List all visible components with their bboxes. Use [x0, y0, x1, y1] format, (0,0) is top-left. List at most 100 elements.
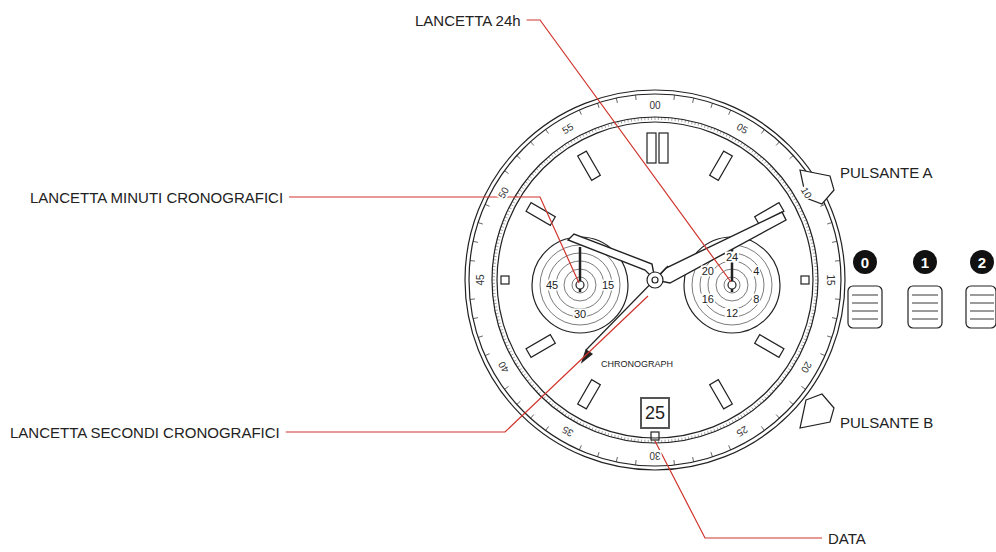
- dial-tick: [776, 173, 778, 175]
- dial-tick: [788, 369, 790, 371]
- dial-tick: [767, 164, 769, 166]
- dial-tick: [579, 136, 580, 139]
- dial-tick: [493, 266, 496, 267]
- dial-tick: [815, 286, 818, 287]
- dial-tick: [576, 420, 577, 423]
- dial-tick: [494, 306, 497, 308]
- dial-tick: [813, 256, 816, 257]
- index-square: [801, 276, 809, 284]
- dial-tick: [532, 173, 534, 175]
- bezel-number: 35: [560, 423, 576, 438]
- subdial-number: 45: [545, 280, 559, 291]
- dial-tick: [790, 193, 793, 195]
- dial-tick: [778, 176, 780, 178]
- dial-tick: [812, 246, 815, 248]
- bezel-tick: [820, 354, 825, 356]
- bezel-tick: [761, 426, 764, 430]
- dial-tick: [516, 363, 519, 365]
- crown-position-number: 1: [921, 255, 929, 270]
- dial-tick: [501, 332, 504, 334]
- dial-tick: [772, 168, 774, 170]
- dial-tick: [529, 382, 531, 384]
- dial-tick: [604, 125, 606, 128]
- dial-tick: [498, 236, 501, 238]
- dial-tick: [586, 425, 587, 428]
- dial-tick: [714, 429, 715, 432]
- dial-tick: [694, 122, 696, 125]
- dial-tick: [792, 363, 795, 365]
- dial-tick: [494, 252, 497, 254]
- dial-tick: [509, 351, 512, 352]
- dial-tick: [741, 142, 743, 145]
- dial-tick: [655, 117, 656, 120]
- bezel-tick: [598, 103, 600, 108]
- dial-tick: [551, 403, 553, 405]
- dial-tick: [788, 190, 790, 192]
- dial-tick: [598, 430, 599, 433]
- dial-tick: [665, 117, 666, 120]
- dial-tick: [551, 154, 553, 156]
- dial-tick: [492, 269, 495, 270]
- dial-tick: [714, 128, 715, 131]
- dial-tick: [498, 323, 501, 325]
- bezel-tick: [827, 223, 832, 225]
- dial-tick: [800, 211, 803, 212]
- dial-tick: [611, 434, 613, 437]
- dial-tick: [806, 332, 809, 334]
- dial-tick: [631, 119, 632, 122]
- dial-tick: [493, 296, 496, 297]
- dial-tick: [501, 226, 504, 228]
- leader-line: [286, 296, 648, 432]
- dial-tick: [678, 119, 679, 122]
- callout-label: PULSANTE A: [840, 165, 933, 180]
- dial-tick: [595, 429, 596, 432]
- dial-tick: [801, 214, 804, 215]
- bezel-number: 30: [648, 450, 661, 460]
- dial-tick: [806, 226, 809, 228]
- crown-position-number: 0: [861, 255, 869, 270]
- subdial-number: 8: [752, 294, 760, 305]
- dial-tick: [576, 137, 577, 140]
- dial-tick: [651, 117, 652, 120]
- dial-tick: [634, 439, 635, 442]
- dial-tick: [704, 432, 706, 435]
- dial-tick: [494, 256, 497, 257]
- leader-line: [289, 197, 579, 283]
- bezel-tick: [761, 130, 764, 134]
- dial-tick: [500, 329, 503, 331]
- dial-tick: [506, 214, 509, 215]
- dial-tick: [554, 152, 556, 154]
- dial-tick: [804, 220, 807, 221]
- dial-tick: [534, 171, 536, 173]
- bezel-number: 25: [734, 423, 750, 438]
- dial-tick: [644, 117, 645, 120]
- dial-tick: [797, 204, 800, 205]
- dial-tick: [637, 439, 638, 442]
- dial-tick: [541, 164, 543, 166]
- dial-tick: [726, 423, 727, 426]
- bezel-tick: [635, 460, 637, 465]
- dial-tick: [754, 405, 756, 407]
- bezel-tick: [673, 95, 675, 100]
- dial-tick: [497, 319, 500, 321]
- dial-tick: [815, 280, 818, 281]
- crown-position-number: 2: [978, 255, 986, 270]
- dial-tick: [784, 184, 786, 186]
- dial-tick: [684, 437, 686, 440]
- callout-label: LANCETTA MINUTI CRONOGRAFICI: [30, 190, 283, 205]
- bezel-tick: [517, 156, 521, 159]
- dial-tick: [701, 124, 703, 127]
- dial-tick: [704, 125, 706, 128]
- dial-tick: [814, 293, 817, 294]
- dial-tick: [757, 154, 759, 156]
- dial-tick: [707, 126, 709, 129]
- dial-tick: [675, 439, 676, 442]
- dial-tick: [568, 415, 570, 418]
- dial-tick: [760, 157, 762, 159]
- bezel-tick: [711, 103, 713, 108]
- dial-tick: [814, 266, 817, 267]
- dial-tick: [546, 399, 548, 401]
- dial-tick: [801, 345, 804, 346]
- dial-tick: [586, 133, 587, 136]
- dial-tick: [780, 379, 782, 381]
